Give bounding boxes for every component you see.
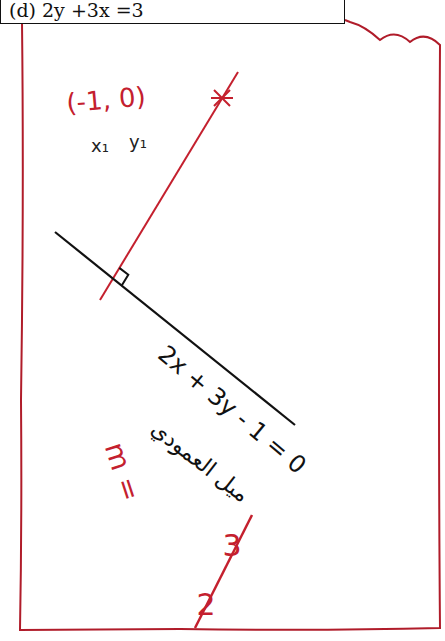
fraction-bar [195,515,252,628]
slope-name: m = [98,439,146,505]
x-name: x₁ [91,136,109,156]
frame-border [20,20,440,630]
point-star [211,90,233,106]
equation-text: (d) 2y +3x =3 [9,0,336,21]
fraction-numerator: 3 [222,529,241,562]
point-coordinates: (-1, 0) [65,82,146,117]
y-name: y₁ [129,132,147,152]
right-angle-mark [119,268,128,285]
given-line [55,232,295,425]
equation-box: (d) 2y +3x =3 [0,0,345,24]
fraction-denominator: 2 [196,588,215,621]
